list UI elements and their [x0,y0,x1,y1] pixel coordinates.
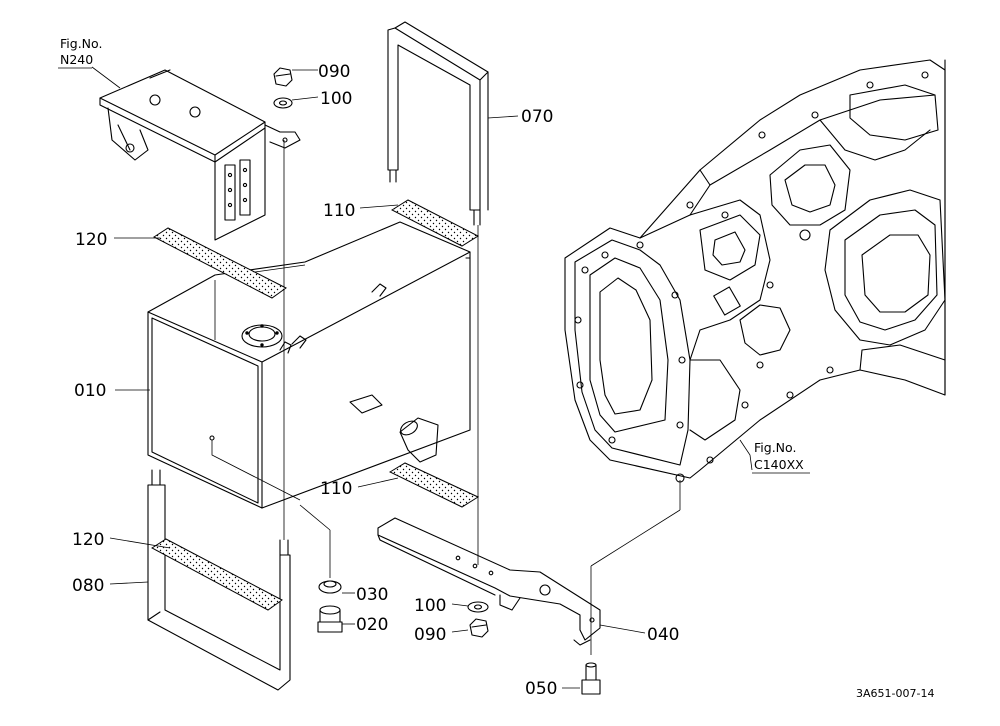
tank-mount-bracket [99,69,301,241]
label-120-bottom: 120 [72,530,104,550]
label-090-top: 090 [318,62,350,82]
support-stay-040 [377,517,601,646]
fig-ref-n240-line2: N240 [60,52,93,67]
label-110-top: 110 [323,201,355,221]
label-120-top: 120 [75,230,107,250]
fuel-tank [147,221,471,509]
label-110-bottom: 110 [320,479,352,499]
label-090-bottom: 090 [414,625,446,645]
washer-100-top [273,97,293,109]
drawing-code: 3A651-007-14 [856,687,934,700]
label-010: 010 [74,381,106,401]
nut-090-top [273,67,293,87]
label-070: 070 [521,107,553,127]
label-100-bottom: 100 [414,596,446,616]
label-040: 040 [647,625,679,645]
fig-ref-c140-line2: C140XX [754,457,804,472]
washer-100-bottom [467,601,489,613]
rubber-pad-110-top [390,199,480,247]
leader-lines [91,66,753,689]
washer-030 [318,580,342,594]
label-080: 080 [72,576,104,596]
bolt-050 [581,566,601,695]
label-050: 050 [525,679,557,699]
transmission-case [564,59,946,483]
fig-ref-n240: Fig.No. N240 [58,36,102,69]
fig-ref-n240-line1: Fig.No. [60,36,102,51]
part-labels: 090 100 070 110 120 010 110 120 080 030 … [72,62,679,699]
label-030: 030 [356,585,388,605]
fig-ref-c140-line1: Fig.No. [754,440,796,455]
tank-strap-top [387,21,489,565]
label-020: 020 [356,615,388,635]
fig-ref-c140xx: Fig.No. C140XX [752,440,810,474]
rubber-pad-120-bottom [151,538,283,611]
label-100-top: 100 [320,89,352,109]
rubber-pad-110-bottom [388,462,480,508]
rubber-pad-120-top [153,227,287,299]
drain-plug-020 [317,605,343,633]
nut-090-bottom [469,618,489,638]
